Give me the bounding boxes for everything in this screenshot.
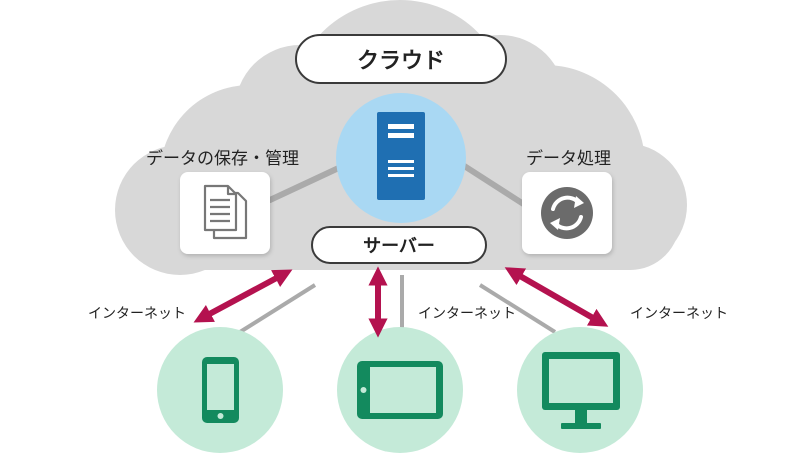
device-tablet	[337, 327, 463, 453]
internet-label-left: インターネット	[88, 306, 186, 322]
arrow-left	[193, 269, 293, 323]
storage-label: データの保存・管理	[146, 149, 299, 169]
arrow-right	[504, 267, 609, 327]
device-smartphone	[157, 327, 283, 453]
monitor-icon	[542, 352, 620, 429]
server-label: サーバー	[363, 236, 435, 257]
documents-icon	[203, 184, 248, 240]
device-monitor	[517, 327, 643, 453]
internet-arrows	[193, 266, 609, 338]
connector-storage	[267, 162, 348, 203]
smartphone-icon	[202, 357, 239, 423]
tablet-icon	[357, 361, 443, 419]
cloud-title: クラウド	[356, 49, 445, 74]
connector-processing	[452, 157, 528, 208]
processing-label: データ処理	[526, 149, 611, 169]
server-icon	[377, 112, 425, 200]
sync-icon	[541, 187, 593, 239]
server-label-pill: サーバー	[311, 226, 487, 264]
cloud-title-pill: クラウド	[295, 34, 507, 84]
internet-label-center: インターネット	[418, 306, 516, 322]
cloud-connectors	[267, 157, 528, 208]
internet-label-right: インターネット	[630, 306, 728, 322]
